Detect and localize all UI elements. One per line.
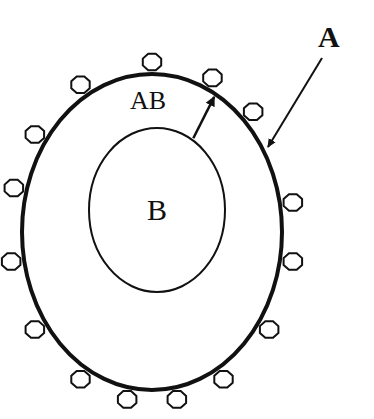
surface-particle [143, 54, 161, 71]
surface-particle [214, 371, 232, 388]
surface-particle [284, 194, 303, 211]
region-label: B [147, 195, 167, 225]
surface-particle [71, 77, 89, 94]
surface-particle [260, 321, 279, 338]
surface-particle [244, 104, 263, 121]
surface-particle [26, 321, 44, 338]
surface-particle [2, 253, 21, 270]
callout-letter: A [318, 22, 340, 52]
pointer-arrow [193, 97, 214, 138]
surface-particle [168, 391, 187, 408]
ellipse-outline [22, 74, 282, 390]
surface-particle [118, 391, 136, 408]
surface-particle [71, 371, 89, 388]
surface-particle [26, 126, 44, 143]
outer-membrane: AB B [22, 74, 282, 390]
surface-particle [284, 253, 303, 270]
surface-particle [5, 180, 24, 197]
particle-group [2, 54, 302, 408]
region-label: AB [130, 88, 166, 114]
inner-core: B [89, 128, 225, 292]
leader-line [268, 58, 322, 147]
surface-particle [203, 70, 222, 87]
